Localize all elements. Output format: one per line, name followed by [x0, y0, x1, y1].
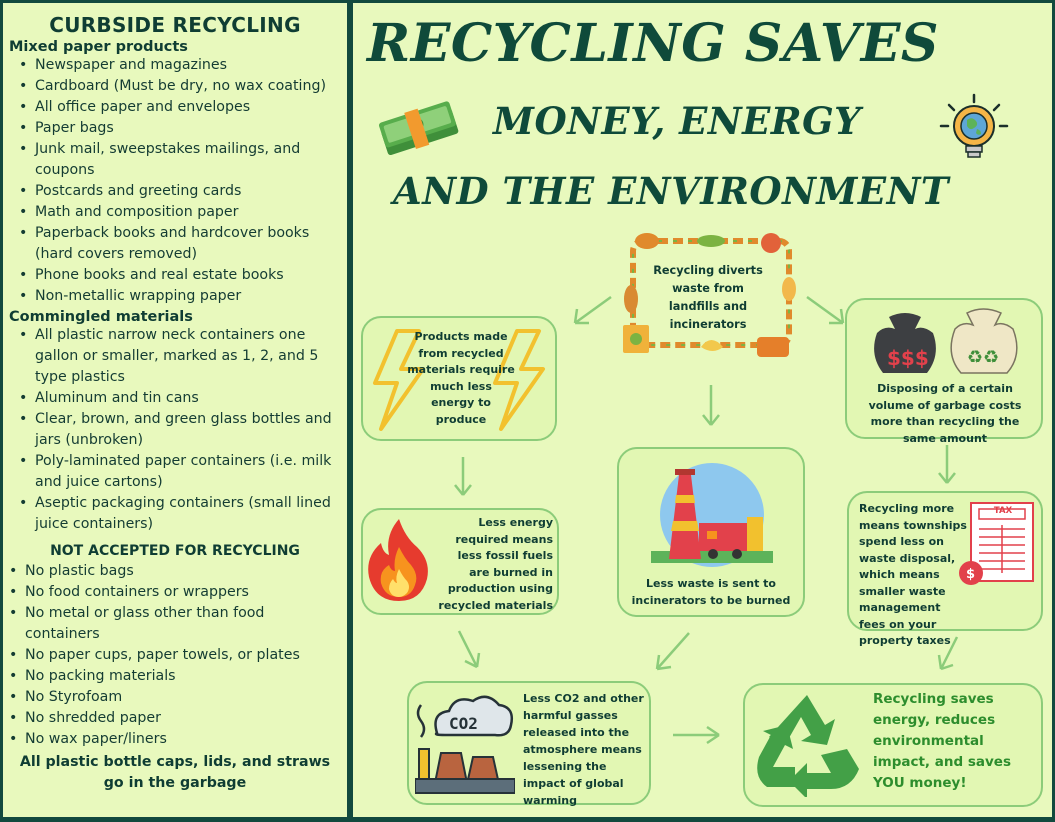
arrow-left-bottom [457, 630, 481, 669]
mixed-paper-list: Newspaper and magazines Cardboard (Must … [9, 55, 341, 307]
fire-icon [367, 517, 431, 603]
arrow-right-top [806, 295, 845, 325]
curbside-heading: CURBSIDE RECYCLING [49, 13, 301, 37]
list-item: Math and composition paper [19, 202, 341, 223]
list-item: All plastic narrow neck containers one g… [19, 325, 341, 388]
right-top-text: Disposing of a certain volume of garbage… [868, 382, 1022, 445]
mixed-paper-heading: Mixed paper products [9, 39, 188, 55]
list-item: No plastic bags [9, 561, 341, 582]
list-item: No shredded paper [9, 708, 341, 729]
arrow-to-summary [673, 725, 720, 745]
list-item: Cardboard (Must be dry, no wax coating) [19, 76, 341, 97]
curbside-panel: CURBSIDE RECYCLING Mixed paper products … [3, 3, 347, 817]
list-item: Poly-laminated paper containers (i.e. mi… [19, 451, 341, 493]
arrow-right-bottom [937, 636, 959, 671]
arrow-left-top [573, 295, 612, 325]
list-item: Newspaper and magazines [19, 55, 341, 76]
arrow-down-right [938, 445, 956, 484]
title-line-1: RECYCLING SAVES [367, 13, 939, 74]
not-accepted-list: No plastic bags No food containers or wr… [9, 561, 341, 750]
list-item: Clear, brown, and green glass bottles an… [19, 409, 341, 451]
commingled-list: All plastic narrow neck containers one g… [9, 325, 341, 535]
recycle-symbol-icon [751, 691, 863, 797]
lightbulb-globe-icon [939, 93, 1009, 165]
list-item: No wax paper/liners [9, 729, 341, 750]
list-item: Phone books and real estate books [19, 265, 341, 286]
money-stack-icon [375, 95, 463, 157]
list-item: Postcards and greeting cards [19, 181, 341, 202]
left-top-text: Products made from recycled materials re… [407, 330, 515, 426]
not-accepted-heading: NOT ACCEPTED FOR RECYCLING [50, 543, 300, 559]
title-line-3: AND THE ENVIRONMENT [393, 169, 949, 213]
center-mid-text: Less waste is sent to incinerators to be… [631, 577, 791, 607]
tax-label: TAX [993, 506, 1013, 516]
infographic-panel: RECYCLING SAVES MONEY, ENERGY AND THE EN… [353, 3, 1052, 817]
center-top-text: Recycling diverts waste from landfills a… [653, 264, 763, 331]
incinerator-icon [651, 461, 773, 571]
garbage-note: All plastic bottle caps, lids, and straw… [19, 754, 331, 791]
factory-co2-icon: CO2 [415, 693, 515, 797]
list-item: Aseptic packaging containers (small line… [19, 493, 341, 535]
food-waste-frame-icon [621, 229, 801, 369]
money-bags-icon: $$$ ♻♻ [863, 305, 1023, 379]
left-mid-text: Less energy required means less fossil f… [438, 516, 553, 612]
list-item: No packing materials [9, 666, 341, 687]
list-item: Aluminum and tin cans [19, 388, 341, 409]
arrow-down-left [454, 457, 472, 496]
list-item: No Styrofoam [9, 687, 341, 708]
arrow-center-bottom [655, 632, 690, 671]
svg-text:$: $ [966, 567, 975, 582]
svg-text:♻♻: ♻♻ [967, 347, 999, 368]
title-line-2: MONEY, ENERGY [493, 99, 862, 143]
list-item: No food containers or wrappers [9, 582, 341, 603]
list-item: Paperback books and hardcover books (har… [19, 223, 341, 265]
list-item: Non-metallic wrapping paper [19, 286, 341, 307]
co2-text: CO2 [449, 714, 478, 733]
bottom-right-text: Recycling saves energy, reduces environm… [873, 691, 1011, 791]
arrow-down-center [702, 385, 720, 426]
lightning-icon [367, 325, 553, 435]
bottom-left-text: Less CO2 and other harmful gasses releas… [523, 692, 644, 807]
tax-document-icon: $ [957, 501, 1037, 587]
list-item: No metal or glass other than food contai… [9, 603, 341, 645]
list-item: No paper cups, paper towels, or plates [9, 645, 341, 666]
list-item: Paper bags [19, 118, 341, 139]
commingled-heading: Commingled materials [9, 309, 193, 325]
list-item: Junk mail, sweepstakes mailings, and cou… [19, 139, 341, 181]
svg-text:$$$: $$$ [887, 346, 929, 370]
list-item: All office paper and envelopes [19, 97, 341, 118]
right-mid-text-top: Recycling more means townships spend les… [859, 502, 967, 647]
